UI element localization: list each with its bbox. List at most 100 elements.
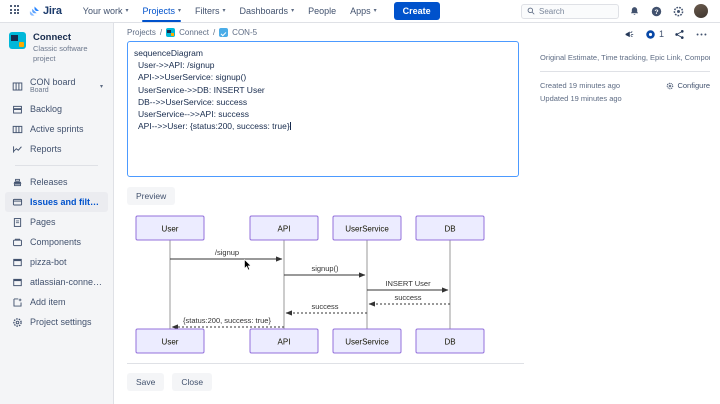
preview-button[interactable]: Preview: [127, 187, 176, 205]
watch-eye-icon[interactable]: 1: [645, 29, 664, 40]
configure-button[interactable]: Configure: [666, 79, 710, 92]
participant-boxes-bottom: User API UserService DB: [135, 328, 485, 354]
feedback-megaphone-icon[interactable]: [624, 29, 635, 40]
nav-item-projects[interactable]: Projects ▾: [135, 0, 188, 22]
mermaid-code-textarea[interactable]: sequenceDiagram User->>API: /signup API-…: [127, 41, 519, 177]
main-content: Projects / Connect / CON-5 sequenceDiagr…: [114, 23, 532, 404]
sidebar-item-issues-and-filters[interactable]: Issues and filters: [5, 192, 108, 212]
settings-gear-icon[interactable]: [672, 5, 685, 18]
app-icon: [10, 257, 24, 268]
message-label: success: [311, 302, 338, 311]
sidebar-item-project-settings[interactable]: Project settings: [5, 312, 108, 332]
search-icon: [527, 7, 535, 15]
sidebar-item-pizza-bot[interactable]: pizza-bot: [5, 252, 108, 272]
nav-item-people[interactable]: People: [301, 0, 343, 22]
project-avatar-icon: [166, 28, 176, 37]
sidebar-item-label: Backlog: [30, 104, 63, 114]
svg-text:?: ?: [654, 9, 658, 16]
sidebar-item-pages[interactable]: Pages: [5, 212, 108, 232]
lifelines: [169, 240, 451, 329]
sequence-diagram-svg: User API UserService DB /signup signup()…: [135, 215, 485, 354]
task-type-icon: [219, 28, 229, 37]
nav-item-dashboards[interactable]: Dashboards ▾: [233, 0, 302, 22]
jira-mark-icon: [29, 6, 40, 17]
code-line: UserService->>DB: INSERT User: [138, 84, 265, 95]
updated-row: Updated 19 minutes ago: [540, 92, 710, 105]
notifications-bell-icon[interactable]: [628, 5, 641, 18]
app-icon: [10, 277, 24, 288]
search-input[interactable]: Search: [521, 3, 619, 19]
components-icon: [10, 237, 24, 248]
chevron-down-icon: ▾: [125, 8, 129, 14]
chevron-down-icon: ▾: [373, 8, 377, 14]
messages: /signup signup() INSERT User success suc…: [170, 248, 450, 330]
breadcrumb-separator: /: [212, 28, 216, 37]
sidebar-item-reports[interactable]: Reports: [5, 139, 108, 159]
participant-label: UserService: [345, 225, 389, 234]
sidebar-project-name: Connect: [33, 32, 71, 43]
message-label: success: [394, 293, 421, 302]
sidebar-item-backlog[interactable]: Backlog: [5, 99, 108, 119]
watch-count: 1: [658, 29, 664, 39]
nav-item-apps[interactable]: Apps ▾: [343, 0, 384, 22]
add-item-icon: [10, 297, 24, 308]
help-question-icon[interactable]: ?: [650, 5, 663, 18]
nav-item-filters[interactable]: Filters ▾: [188, 0, 233, 22]
more-actions-icon[interactable]: [695, 29, 708, 40]
nav-label: Apps: [350, 6, 371, 16]
sidebar-item-label: Reports: [30, 144, 62, 154]
sidebar-item-label: Pages: [30, 217, 56, 227]
sidebar-item-label: Issues and filters: [30, 197, 103, 207]
top-navigation-bar: Jira Your work ▾ Projects ▾ Filters ▾ Da…: [0, 0, 720, 23]
create-button[interactable]: Create: [393, 2, 440, 20]
sidebar-item-add-item[interactable]: Add item: [5, 292, 108, 312]
share-icon[interactable]: [674, 29, 685, 40]
sidebar-item-atlassian-connect[interactable]: atlassian-connect…: [5, 272, 108, 292]
sidebar-item-label: Project settings: [30, 317, 92, 327]
sequence-diagram-preview: User API UserService DB /signup signup()…: [114, 212, 532, 357]
nav-label: Filters: [195, 6, 220, 16]
participant-label: API: [278, 225, 291, 234]
sidebar-item-active-sprints[interactable]: Active sprints: [5, 119, 108, 139]
sidebar-item-releases[interactable]: Releases: [5, 172, 108, 192]
configure-gear-icon: [667, 82, 674, 89]
issues-icon: [10, 197, 24, 208]
sidebar-nav-list: CON board Board ▾ Backlog Active sprints: [0, 73, 113, 332]
pages-icon: [10, 217, 24, 228]
code-line: sequenceDiagram: [134, 48, 203, 58]
breadcrumb-project[interactable]: Connect: [179, 28, 209, 37]
user-avatar[interactable]: [694, 4, 708, 18]
message-label: {status:200, success: true}: [183, 316, 271, 325]
top-nav-right-group: Search ?: [521, 3, 712, 19]
nav-label: Dashboards: [239, 6, 289, 16]
chevron-down-icon[interactable]: ▾: [99, 83, 103, 90]
mermaid-editor-wrapper: sequenceDiagram User->>API: /signup API-…: [114, 41, 532, 177]
nav-item-your-work[interactable]: Your work ▾: [76, 0, 136, 22]
code-line-text: API-->>User: {status:200, success: true}: [138, 121, 290, 132]
participant-label: User: [162, 225, 179, 234]
close-button[interactable]: Close: [172, 373, 213, 391]
apps-grid-icon[interactable]: [10, 5, 22, 17]
panel-divider: [540, 71, 710, 72]
board-icon: [10, 81, 24, 92]
nav-label: People: [308, 6, 337, 16]
breadcrumb: Projects / Connect / CON-5: [114, 23, 532, 41]
editor-action-buttons: Save Close: [114, 364, 532, 391]
code-line: DB-->>UserService: success: [138, 96, 248, 107]
created-row: Created 19 minutes ago Configure: [540, 79, 710, 92]
chevron-down-icon: ▾: [178, 8, 182, 14]
message-label: /signup: [215, 248, 239, 257]
breadcrumb-issue-key[interactable]: CON-5: [232, 28, 258, 37]
breadcrumb-projects[interactable]: Projects: [127, 28, 156, 37]
save-button[interactable]: Save: [127, 373, 165, 391]
sidebar-item-components[interactable]: Components: [5, 232, 108, 252]
sidebar-item-con-board[interactable]: CON board Board ▾: [5, 73, 108, 99]
project-settings-icon: [10, 317, 24, 328]
project-avatar-icon: [9, 32, 26, 49]
jira-logo[interactable]: Jira: [29, 5, 62, 17]
sidebar-project-header[interactable]: Connect Classic software project: [0, 32, 113, 73]
participant-label: User: [162, 338, 179, 347]
configure-label: Configure: [677, 81, 710, 90]
code-line: User->>API: /signup: [138, 60, 215, 71]
sidebar-item-label: Releases: [30, 177, 68, 187]
